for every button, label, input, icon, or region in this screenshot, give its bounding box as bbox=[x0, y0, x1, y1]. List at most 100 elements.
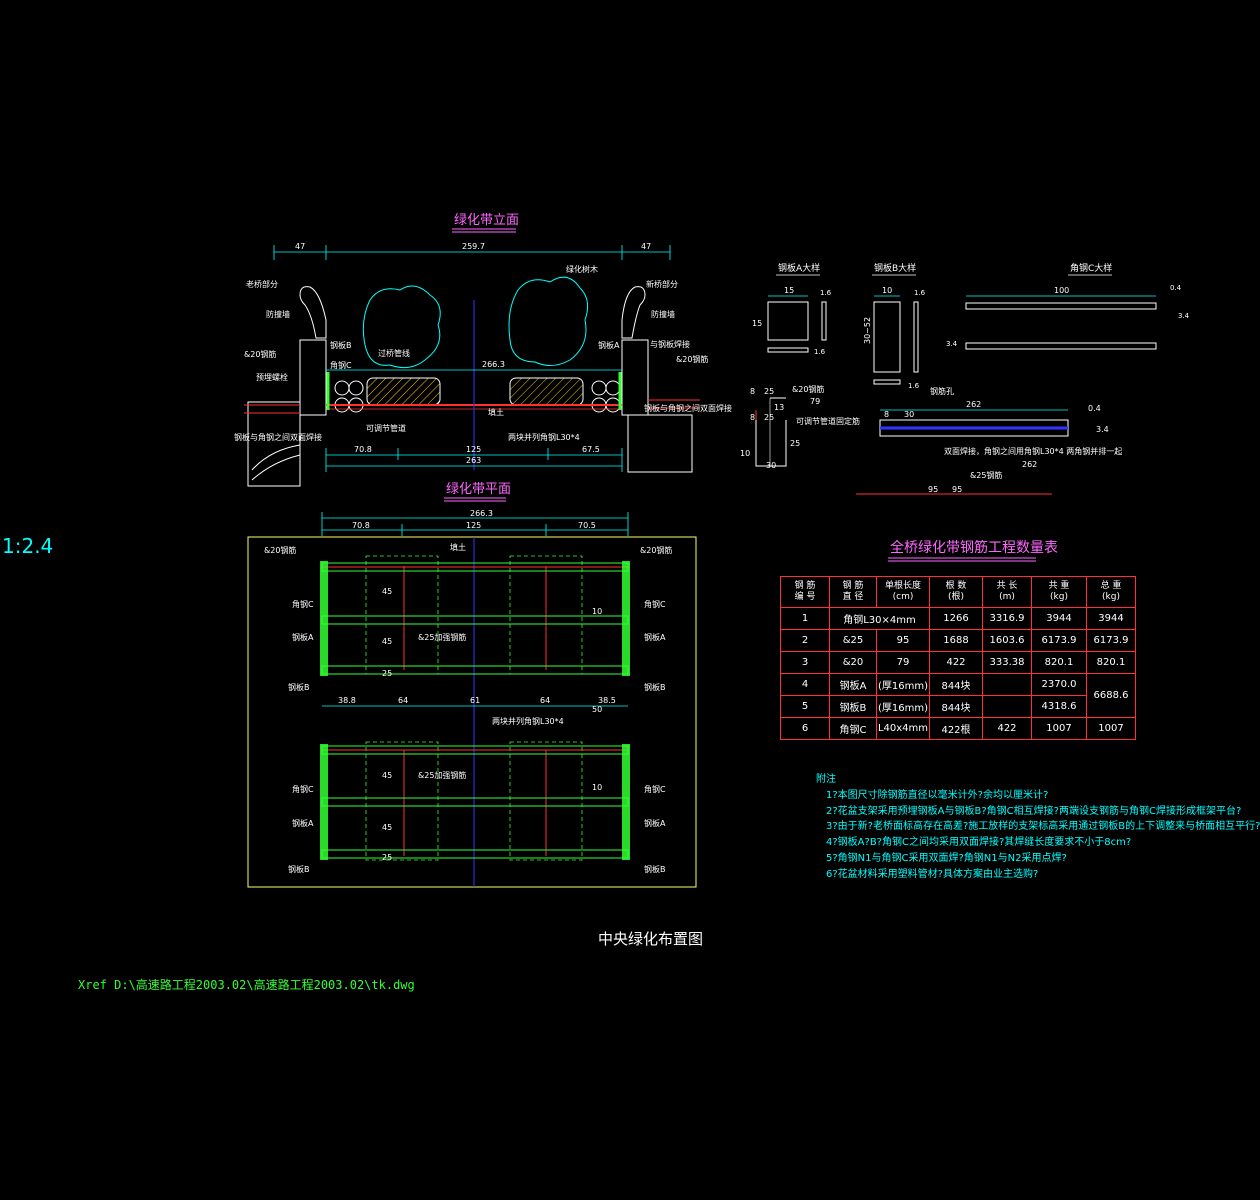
table-header-row: 钢 筋 编 号 钢 筋 直 径 单根长度 (cm) 根 数 (根) 共 长 (m… bbox=[780, 576, 1136, 608]
plan-inner-label-2: &25加强钢筋 bbox=[418, 632, 466, 642]
table-row: 5 钢板B (厚16mm) 844块 4318.6 bbox=[780, 695, 1136, 718]
th-length: 单根长度 (cm) bbox=[876, 576, 930, 608]
elev-dim-total: 263 bbox=[466, 456, 481, 465]
plan-left-label-1: 角钢C bbox=[292, 599, 314, 609]
elev-dim-mid: 259.7 bbox=[462, 242, 485, 251]
table-cell: 钢板A bbox=[829, 673, 877, 696]
plan-right-label-6: 钢板B bbox=[644, 864, 666, 874]
table-cell: 6173.9 bbox=[1031, 629, 1087, 652]
th-diameter: 钢 筋 直 径 bbox=[829, 576, 877, 608]
rebar-detail: 8 25 79 13 8 25 10 30 25 &20钢筋 可调节管道固定筋 bbox=[740, 384, 860, 470]
label-drain: 可调节管道 bbox=[366, 423, 406, 433]
label-barrier-right: 防撞墙 bbox=[651, 309, 675, 319]
table-cell: 5 bbox=[780, 695, 830, 718]
plan-right-label-4: 角钢C bbox=[644, 784, 666, 794]
label-rebar20-right: &20钢筋 bbox=[676, 354, 708, 364]
elevation-title: 绿化带立面 bbox=[454, 213, 519, 228]
table-row: 6 角钢C L40x4mm 422根 422 1007 1007 bbox=[780, 717, 1136, 740]
long-dim95-b: 95 bbox=[952, 485, 962, 494]
plan-right-label-2: 钢板A bbox=[644, 632, 666, 642]
note-item: 4?钢板A?B?角钢C之间均采用双面焊接?其焊缝长度要求不小于8cm? bbox=[826, 837, 1132, 849]
plan-view: 绿化带平面 266.3 70.8 125 70.5 bbox=[247, 482, 697, 888]
table-cell: 3944 bbox=[1086, 607, 1136, 630]
note-item: 3?由于新?老桥面标高存在高差?施工放样的支架标高采用通过钢板B的上下调整来与桥… bbox=[826, 821, 1260, 833]
note-item: 2?花盆支架采用预埋钢板A与钢板B?角钢C相互焊接?两端设支钢筋与角钢C焊接形成… bbox=[826, 805, 1242, 817]
elev-bot-dim-1: 70.8 bbox=[354, 445, 372, 454]
elev-bot-dim-2: 125 bbox=[466, 445, 481, 454]
plate-b-dim-w: 10 bbox=[882, 286, 892, 295]
plan-left-label-3: 钢板B bbox=[288, 682, 310, 692]
table-row: 3 &20 79 422 333.38 820.1 820.1 bbox=[780, 651, 1136, 674]
plate-b-title: 钢板B大样 bbox=[874, 262, 916, 274]
table-cell: (厚16mm) bbox=[876, 673, 930, 696]
note-item: 5?角钢N1与角钢C采用双面焊?角钢N1与N2采用点焊? bbox=[826, 852, 1067, 864]
plan-right-label-1: 角钢C bbox=[644, 599, 666, 609]
label-soil: 填土 bbox=[488, 407, 504, 417]
cad-drawing-canvas: 绿化带立面 47 259.7 47 bbox=[234, 213, 1190, 888]
plate-b-dim-t2: 1.6 bbox=[908, 382, 920, 390]
plan-side-dim-2: 45 bbox=[382, 637, 392, 646]
th-total-weight: 总 重 (kg) bbox=[1086, 576, 1136, 608]
label-steel30: 两块并列角钢L30*4 bbox=[508, 432, 580, 442]
plan-side-dim-1: 45 bbox=[382, 587, 392, 596]
table-cell: 422根 bbox=[929, 717, 983, 740]
plan-left-label-4: 角钢C bbox=[292, 784, 314, 794]
table-cell: 1688 bbox=[929, 629, 983, 652]
plan-dim-2: 125 bbox=[466, 521, 481, 530]
long-rebar25: &25钢筋 bbox=[970, 470, 1002, 480]
plan-mid-dim-4: 64 bbox=[540, 696, 550, 705]
label-pipe: 过桥管线 bbox=[378, 348, 410, 358]
label-old-bridge: 老桥部分 bbox=[246, 279, 278, 289]
table-cell: 角钢C bbox=[829, 717, 877, 740]
table-cell: &25 bbox=[829, 629, 877, 652]
table-cell: 333.38 bbox=[982, 651, 1032, 674]
plan-dim-1: 70.8 bbox=[352, 521, 370, 530]
rebar-dim-8: 30 bbox=[766, 461, 776, 470]
table-cell: 3944 bbox=[1031, 607, 1087, 630]
plate-b-dim-t1: 1.6 bbox=[914, 289, 926, 297]
table-cell: 3 bbox=[780, 651, 830, 674]
angle-c-dim-a: 3.4 bbox=[1178, 312, 1190, 320]
angle-c-dim-t: 0.4 bbox=[1170, 284, 1182, 292]
plan-inner-label-1: 填土 bbox=[450, 542, 466, 552]
label-plate-b: 钢板B bbox=[330, 340, 352, 350]
xref-path: Xref D:\高速路工程2003.02\高速路工程2003.02\tk.dwg bbox=[78, 978, 415, 992]
table-cell bbox=[982, 695, 1032, 718]
elevation-view: 绿化带立面 47 259.7 47 bbox=[234, 213, 732, 487]
table-cell: 820.1 bbox=[1031, 651, 1087, 674]
plate-a-detail: 钢板A大样 15 15 1.6 1.6 bbox=[752, 262, 832, 356]
plan-side-dim-9: 10 bbox=[592, 783, 602, 792]
table-row: 4 钢板A (厚16mm) 844块 2370.0 6688.6 bbox=[780, 673, 1136, 718]
table-cell: 95 bbox=[876, 629, 930, 652]
table-cell: 4318.6 bbox=[1031, 695, 1087, 718]
table-cell: 6173.9 bbox=[1086, 629, 1136, 652]
angle-c-title: 角钢C大样 bbox=[1070, 262, 1112, 274]
long-dim-6: 262 bbox=[1022, 460, 1037, 469]
table-cell: 1007 bbox=[1086, 717, 1136, 740]
plan-inner-label-3: 两块并列角钢L30*4 bbox=[492, 716, 564, 726]
note-item: 1?本图尺寸除钢筋直径以毫米计外?余均以厘米计? bbox=[826, 789, 1049, 801]
table-cell: 1266 bbox=[929, 607, 983, 630]
plan-side-dim-5: 50 bbox=[592, 705, 602, 714]
plan-side-dim-8: 25 bbox=[382, 853, 392, 862]
plan-mid-dim-1: 38.8 bbox=[338, 696, 356, 705]
table-cell: 1007 bbox=[1031, 717, 1087, 740]
long-dim-1: 8 bbox=[884, 410, 889, 419]
plan-side-dim-3: 25 bbox=[382, 669, 392, 678]
plan-right-label-5: 钢板A bbox=[644, 818, 666, 828]
rebar-label: &20钢筋 bbox=[792, 384, 824, 394]
table-cell: 钢板B bbox=[829, 695, 877, 718]
table-cell: 844块 bbox=[929, 673, 983, 696]
drawing-title: 中央绿化布置图 bbox=[598, 930, 704, 948]
plan-right-label-3: 钢板B bbox=[644, 682, 666, 692]
rebar-dim-4: 13 bbox=[774, 403, 784, 412]
plan-left-label-5: 钢板A bbox=[292, 818, 314, 828]
th-weight: 共 重 (kg) bbox=[1031, 576, 1087, 608]
table-cell: L40x4mm bbox=[876, 717, 930, 740]
long-dim-5: 3.4 bbox=[1096, 425, 1109, 434]
long-rebar-detail: 钢筋孔 8 30 262 0.4 3.4 262 双面焊接，角钢之间用角钢L30… bbox=[856, 386, 1122, 495]
notes-title: 附注 bbox=[816, 774, 836, 785]
plan-left-label-2: 钢板A bbox=[292, 632, 314, 642]
rebar-dim-7: 10 bbox=[740, 449, 750, 458]
plate-a-title: 钢板A大样 bbox=[778, 262, 820, 274]
